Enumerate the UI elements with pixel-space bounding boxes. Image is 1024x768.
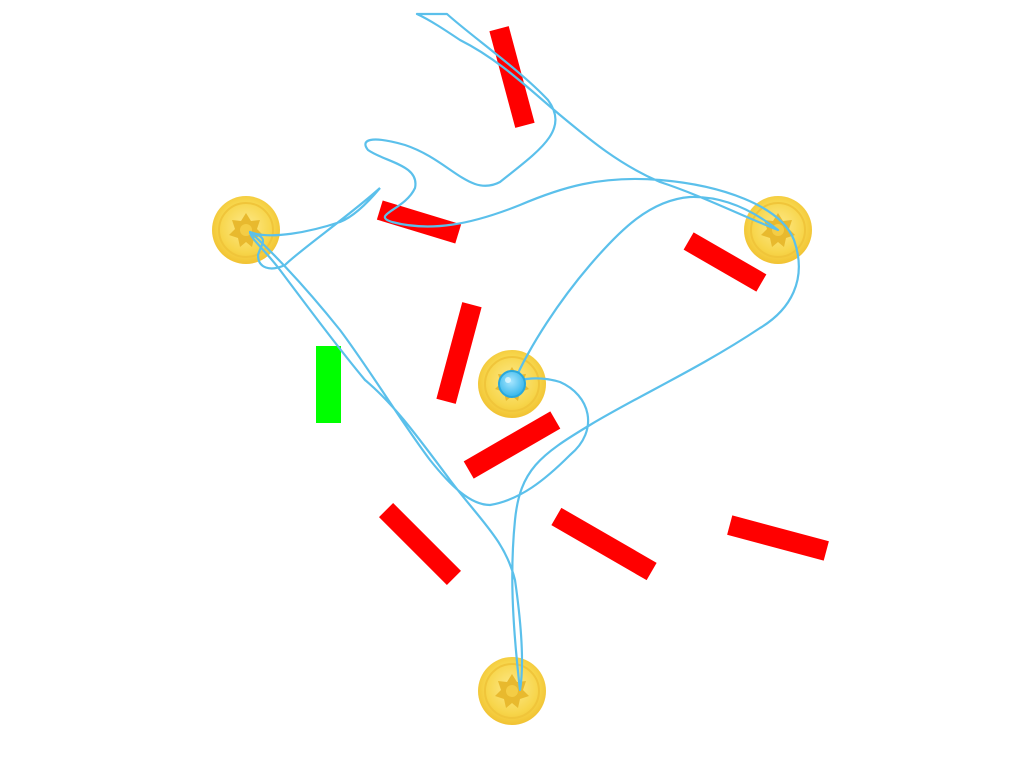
coins [211, 195, 813, 726]
obstacles [376, 26, 829, 586]
coin-icon[interactable] [477, 656, 547, 726]
ball-trail [248, 12, 800, 692]
goal-bar [316, 346, 341, 423]
coin-icon[interactable] [211, 195, 281, 265]
obstacle-bar [489, 26, 535, 128]
obstacle-bar [376, 200, 462, 244]
obstacle-bar [463, 411, 561, 479]
obstacle-bar [683, 232, 767, 292]
obstacle-bar [727, 515, 829, 561]
obstacle-bar [436, 302, 482, 404]
player-ball[interactable] [498, 370, 526, 398]
obstacle-bar [378, 502, 462, 586]
obstacle-bar [551, 507, 657, 581]
ball-trail-segment [248, 187, 381, 270]
